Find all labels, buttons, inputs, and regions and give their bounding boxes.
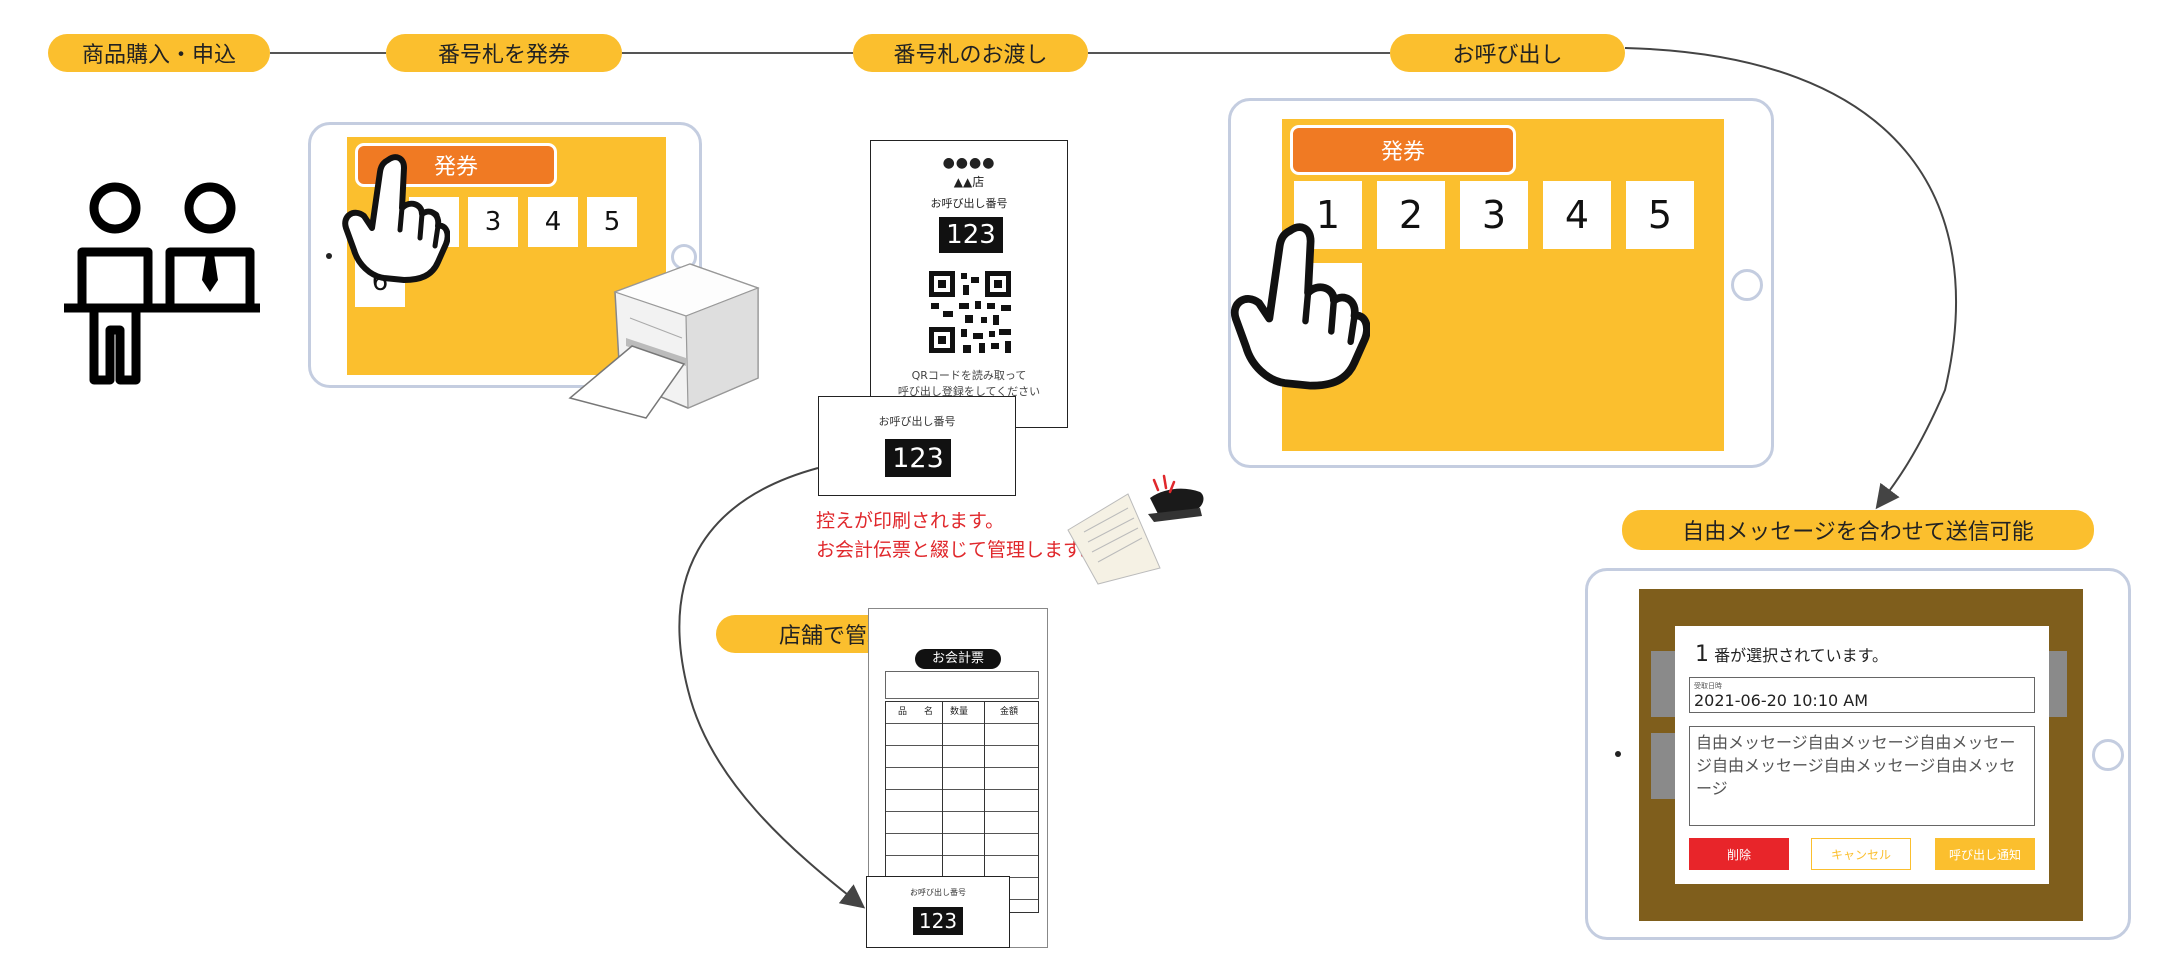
stub-call-label: お呼び出し番号 (878, 415, 956, 428)
step-purchase: 商品購入・申込 (48, 34, 270, 72)
slip-title: お会計票 (915, 649, 1001, 669)
slip-header: 金額 (1000, 707, 1019, 717)
date-label: 受取日時 (1694, 682, 1722, 690)
number-button-5[interactable]: 5 (587, 197, 637, 247)
number-button-3[interactable]: 3 (468, 197, 518, 247)
tablet-camera (326, 253, 332, 259)
free-message-label: 自由メッセージを合わせて送信可能 (1622, 510, 2094, 550)
tablet-camera (1615, 751, 1621, 757)
notify-button[interactable]: 呼び出し通知 (1935, 838, 2035, 870)
step-hand-ticket: 番号札のお渡し (853, 34, 1088, 72)
attached-stub-number: 123 (913, 907, 963, 935)
attached-stub: お呼び出し番号 123 (866, 876, 1010, 948)
message-textarea[interactable]: 自由メッセージ自由メッセージ自由メッセージ自由メッセージ自由メッセージ自由メッセ… (1689, 726, 2035, 826)
qr-instruction-2: 呼び出し登録をしてください (897, 385, 1041, 398)
number-button-4[interactable]: 4 (528, 197, 578, 247)
slip-header: 数量 (950, 707, 969, 717)
message-dialog: 1 番が選択されています。 受取日時 2021-06-20 10:10 AM 自… (1675, 626, 2049, 884)
date-field[interactable]: 受取日時 2021-06-20 10:10 AM (1689, 677, 2035, 713)
stapler-icon (1067, 474, 1204, 585)
tablet-message: 1 番が選択されています。 受取日時 2021-06-20 10:10 AM 自… (1585, 568, 2131, 940)
ticket-stub: お呼び出し番号 123 (818, 396, 1016, 496)
tablet-screen: 発券 1 2 3 4 5 (1282, 119, 1724, 451)
stub-number: 123 (885, 439, 951, 477)
tablet-screen-dimmed: 1 番が選択されています。 受取日時 2021-06-20 10:10 AM 自… (1639, 589, 2083, 921)
selected-number: 1 (1695, 642, 1709, 667)
ticket-number: 123 (939, 217, 1003, 253)
slip-col-divider (942, 702, 943, 912)
delete-button[interactable]: 削除 (1689, 838, 1789, 870)
number-button-4[interactable]: 4 (1543, 181, 1611, 249)
dimmed-button (1651, 733, 1679, 799)
number-button-3[interactable]: 3 (1460, 181, 1528, 249)
step-call: お呼び出し (1390, 34, 1625, 72)
stub-note-line-2: お会計伝票と綴じて管理します。 (816, 539, 1100, 561)
store-name: ▲▲店 (953, 175, 985, 189)
ticket-call-label: お呼び出し番号 (930, 197, 1008, 210)
qr-code-icon (929, 271, 1011, 353)
home-button[interactable] (1731, 269, 1763, 301)
date-value: 2021-06-20 10:10 AM (1694, 691, 1869, 710)
number-button-2[interactable]: 2 (1377, 181, 1445, 249)
attached-stub-label: お呼び出し番号 (910, 888, 966, 897)
number-ticket: ●●●● ▲▲店 お呼び出し番号 123 QRコードを読み取って 呼び出し登録を… (870, 140, 1068, 428)
store-dots: ●●●● (942, 155, 996, 171)
dialog-header: 1 番が選択されています。 (1695, 642, 1888, 667)
slip-info-row (885, 671, 1039, 699)
cancel-button[interactable]: キャンセル (1811, 838, 1911, 870)
qr-instruction-1: QRコードを読み取って (911, 369, 1027, 382)
stub-note-line-1: 控えが印刷されます。 (816, 510, 1005, 532)
tablet-call: 発券 1 2 3 4 5 (1228, 98, 1774, 468)
dimmed-button (1651, 651, 1679, 717)
selected-text: 番が選択されています。 (1714, 646, 1889, 665)
people-icon (64, 182, 260, 385)
issue-button[interactable]: 発券 (1290, 125, 1516, 175)
slip-header: 品 (898, 707, 908, 717)
slip-header: 名 (924, 707, 934, 717)
step-issue-ticket: 番号札を発券 (386, 34, 622, 72)
slip-col-divider (984, 702, 985, 912)
number-button-5[interactable]: 5 (1626, 181, 1694, 249)
home-button[interactable] (2092, 739, 2124, 771)
pointing-hand-icon (342, 154, 450, 283)
printer-icon (568, 263, 760, 419)
pointing-hand-icon (1230, 223, 1370, 390)
